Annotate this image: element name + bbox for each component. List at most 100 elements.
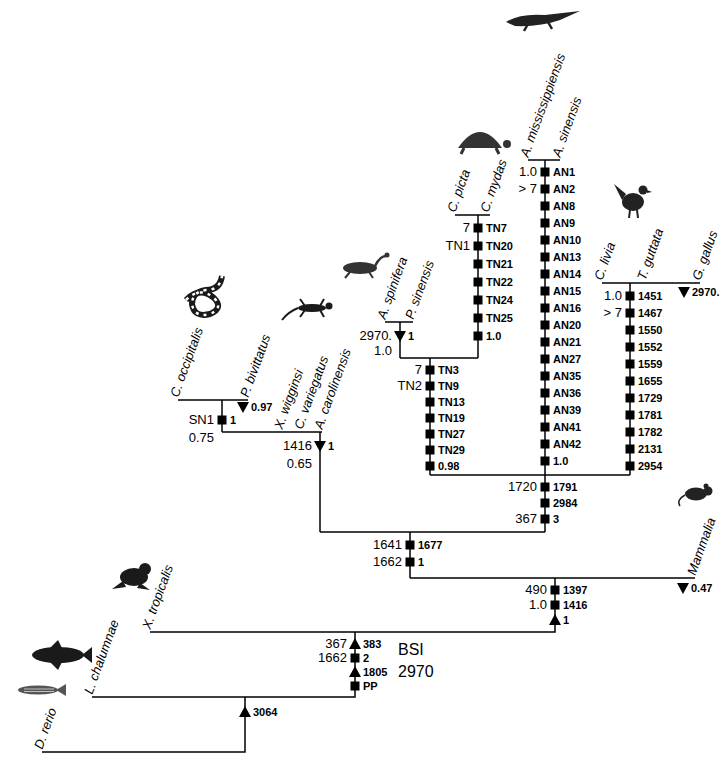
taxon-label: L. chalumnae bbox=[81, 618, 122, 696]
character-square bbox=[474, 332, 483, 341]
character-square bbox=[541, 389, 550, 398]
turtle-icon bbox=[458, 132, 511, 154]
branch bbox=[602, 282, 700, 284]
character-label: TN13 bbox=[438, 396, 465, 408]
taxon-label: C. mydas bbox=[477, 157, 510, 214]
character-label: TN19 bbox=[438, 412, 465, 424]
character-square bbox=[474, 314, 483, 323]
frog-icon bbox=[112, 563, 151, 590]
character-square bbox=[426, 446, 435, 455]
character-square bbox=[626, 343, 635, 352]
branch bbox=[150, 578, 555, 632]
character-square bbox=[541, 287, 550, 296]
mouse-icon bbox=[679, 484, 713, 507]
support-value: 7 bbox=[415, 362, 422, 378]
character-square bbox=[626, 411, 635, 420]
character-label: AN21 bbox=[553, 336, 581, 348]
character-square bbox=[626, 462, 635, 471]
character-label: AN15 bbox=[553, 285, 581, 297]
support-value: 1720 bbox=[508, 479, 537, 495]
branch bbox=[385, 321, 413, 323]
character-label: AN1 bbox=[553, 166, 575, 178]
support-value: > 7 bbox=[604, 305, 622, 321]
character-triangle bbox=[549, 614, 561, 625]
snake-icon bbox=[186, 276, 222, 315]
character-label: AN39 bbox=[553, 404, 581, 416]
character-label: 2970. bbox=[692, 286, 720, 298]
taxon-label: X. tropicalis bbox=[139, 563, 176, 631]
character-label: 1552 bbox=[638, 341, 662, 353]
character-square bbox=[541, 219, 550, 228]
character-square bbox=[406, 541, 415, 550]
character-square bbox=[351, 682, 360, 691]
support-value: 1416 bbox=[283, 438, 312, 454]
character-square bbox=[351, 654, 360, 663]
branch bbox=[528, 159, 560, 161]
character-square bbox=[541, 440, 550, 449]
character-label: TN27 bbox=[438, 428, 465, 440]
zebrafish-icon bbox=[18, 684, 66, 696]
method-label: BSI bbox=[398, 640, 424, 660]
character-square bbox=[541, 270, 550, 279]
branch bbox=[455, 214, 490, 216]
character-square bbox=[541, 185, 550, 194]
character-label: TN20 bbox=[486, 240, 513, 252]
character-label: TN24 bbox=[486, 294, 513, 306]
character-square bbox=[474, 242, 483, 251]
character-triangle bbox=[239, 706, 251, 717]
character-label: 1655 bbox=[638, 375, 662, 387]
method-label: 2970 bbox=[398, 662, 434, 682]
character-label: 1397 bbox=[563, 584, 587, 596]
character-label: 2 bbox=[363, 652, 369, 664]
character-label: 1791 bbox=[553, 481, 577, 493]
character-label: TN22 bbox=[486, 276, 513, 288]
character-label: AN9 bbox=[553, 217, 575, 229]
character-label: 1 bbox=[230, 414, 236, 426]
character-square bbox=[541, 253, 550, 262]
taxon-label: Mammalia bbox=[684, 516, 719, 577]
lizard-icon bbox=[282, 299, 333, 320]
character-square bbox=[626, 326, 635, 335]
support-value: 1662 bbox=[373, 554, 402, 570]
character-label: AN16 bbox=[553, 302, 581, 314]
softshell-turtle-icon bbox=[343, 253, 390, 279]
character-label: 383 bbox=[363, 638, 381, 650]
character-triangle bbox=[314, 441, 326, 452]
support-value: TN2 bbox=[397, 378, 422, 394]
support-value: SN1 bbox=[189, 412, 214, 428]
character-square bbox=[541, 423, 550, 432]
branch bbox=[409, 532, 411, 578]
character-square bbox=[626, 428, 635, 437]
character-square bbox=[474, 260, 483, 269]
tree-branches bbox=[42, 160, 700, 752]
support-value: 7 bbox=[463, 220, 470, 236]
taxon-label: A. sinensis bbox=[549, 95, 585, 159]
character-square bbox=[626, 360, 635, 369]
character-label: 1 bbox=[328, 440, 334, 452]
character-square bbox=[626, 445, 635, 454]
taxon-label: T. guttata bbox=[634, 226, 666, 282]
character-label: 1451 bbox=[638, 290, 662, 302]
character-label: 1 bbox=[408, 330, 414, 342]
branch bbox=[222, 431, 322, 433]
crocodile-icon bbox=[506, 11, 580, 31]
character-label: 1 bbox=[418, 556, 424, 568]
support-value: 1641 bbox=[373, 537, 402, 553]
character-label: 1677 bbox=[418, 539, 442, 551]
character-label: 1467 bbox=[638, 307, 662, 319]
character-label: 1.0 bbox=[553, 455, 568, 467]
character-label: TN21 bbox=[486, 258, 513, 270]
character-label: AN35 bbox=[553, 370, 581, 382]
character-triangle bbox=[349, 638, 361, 649]
branch bbox=[42, 697, 245, 752]
taxon-label: C. occipitalis bbox=[167, 325, 206, 399]
support-value: 2970. bbox=[359, 328, 392, 344]
support-value: 1.0 bbox=[529, 597, 547, 613]
support-value: 1.0 bbox=[519, 164, 537, 180]
character-label: 1 bbox=[563, 614, 569, 626]
character-label: 1781 bbox=[638, 409, 662, 421]
character-square bbox=[551, 601, 560, 610]
character-square bbox=[218, 416, 227, 425]
character-label: 0.47 bbox=[691, 582, 712, 594]
support-value: TN1 bbox=[445, 238, 470, 254]
